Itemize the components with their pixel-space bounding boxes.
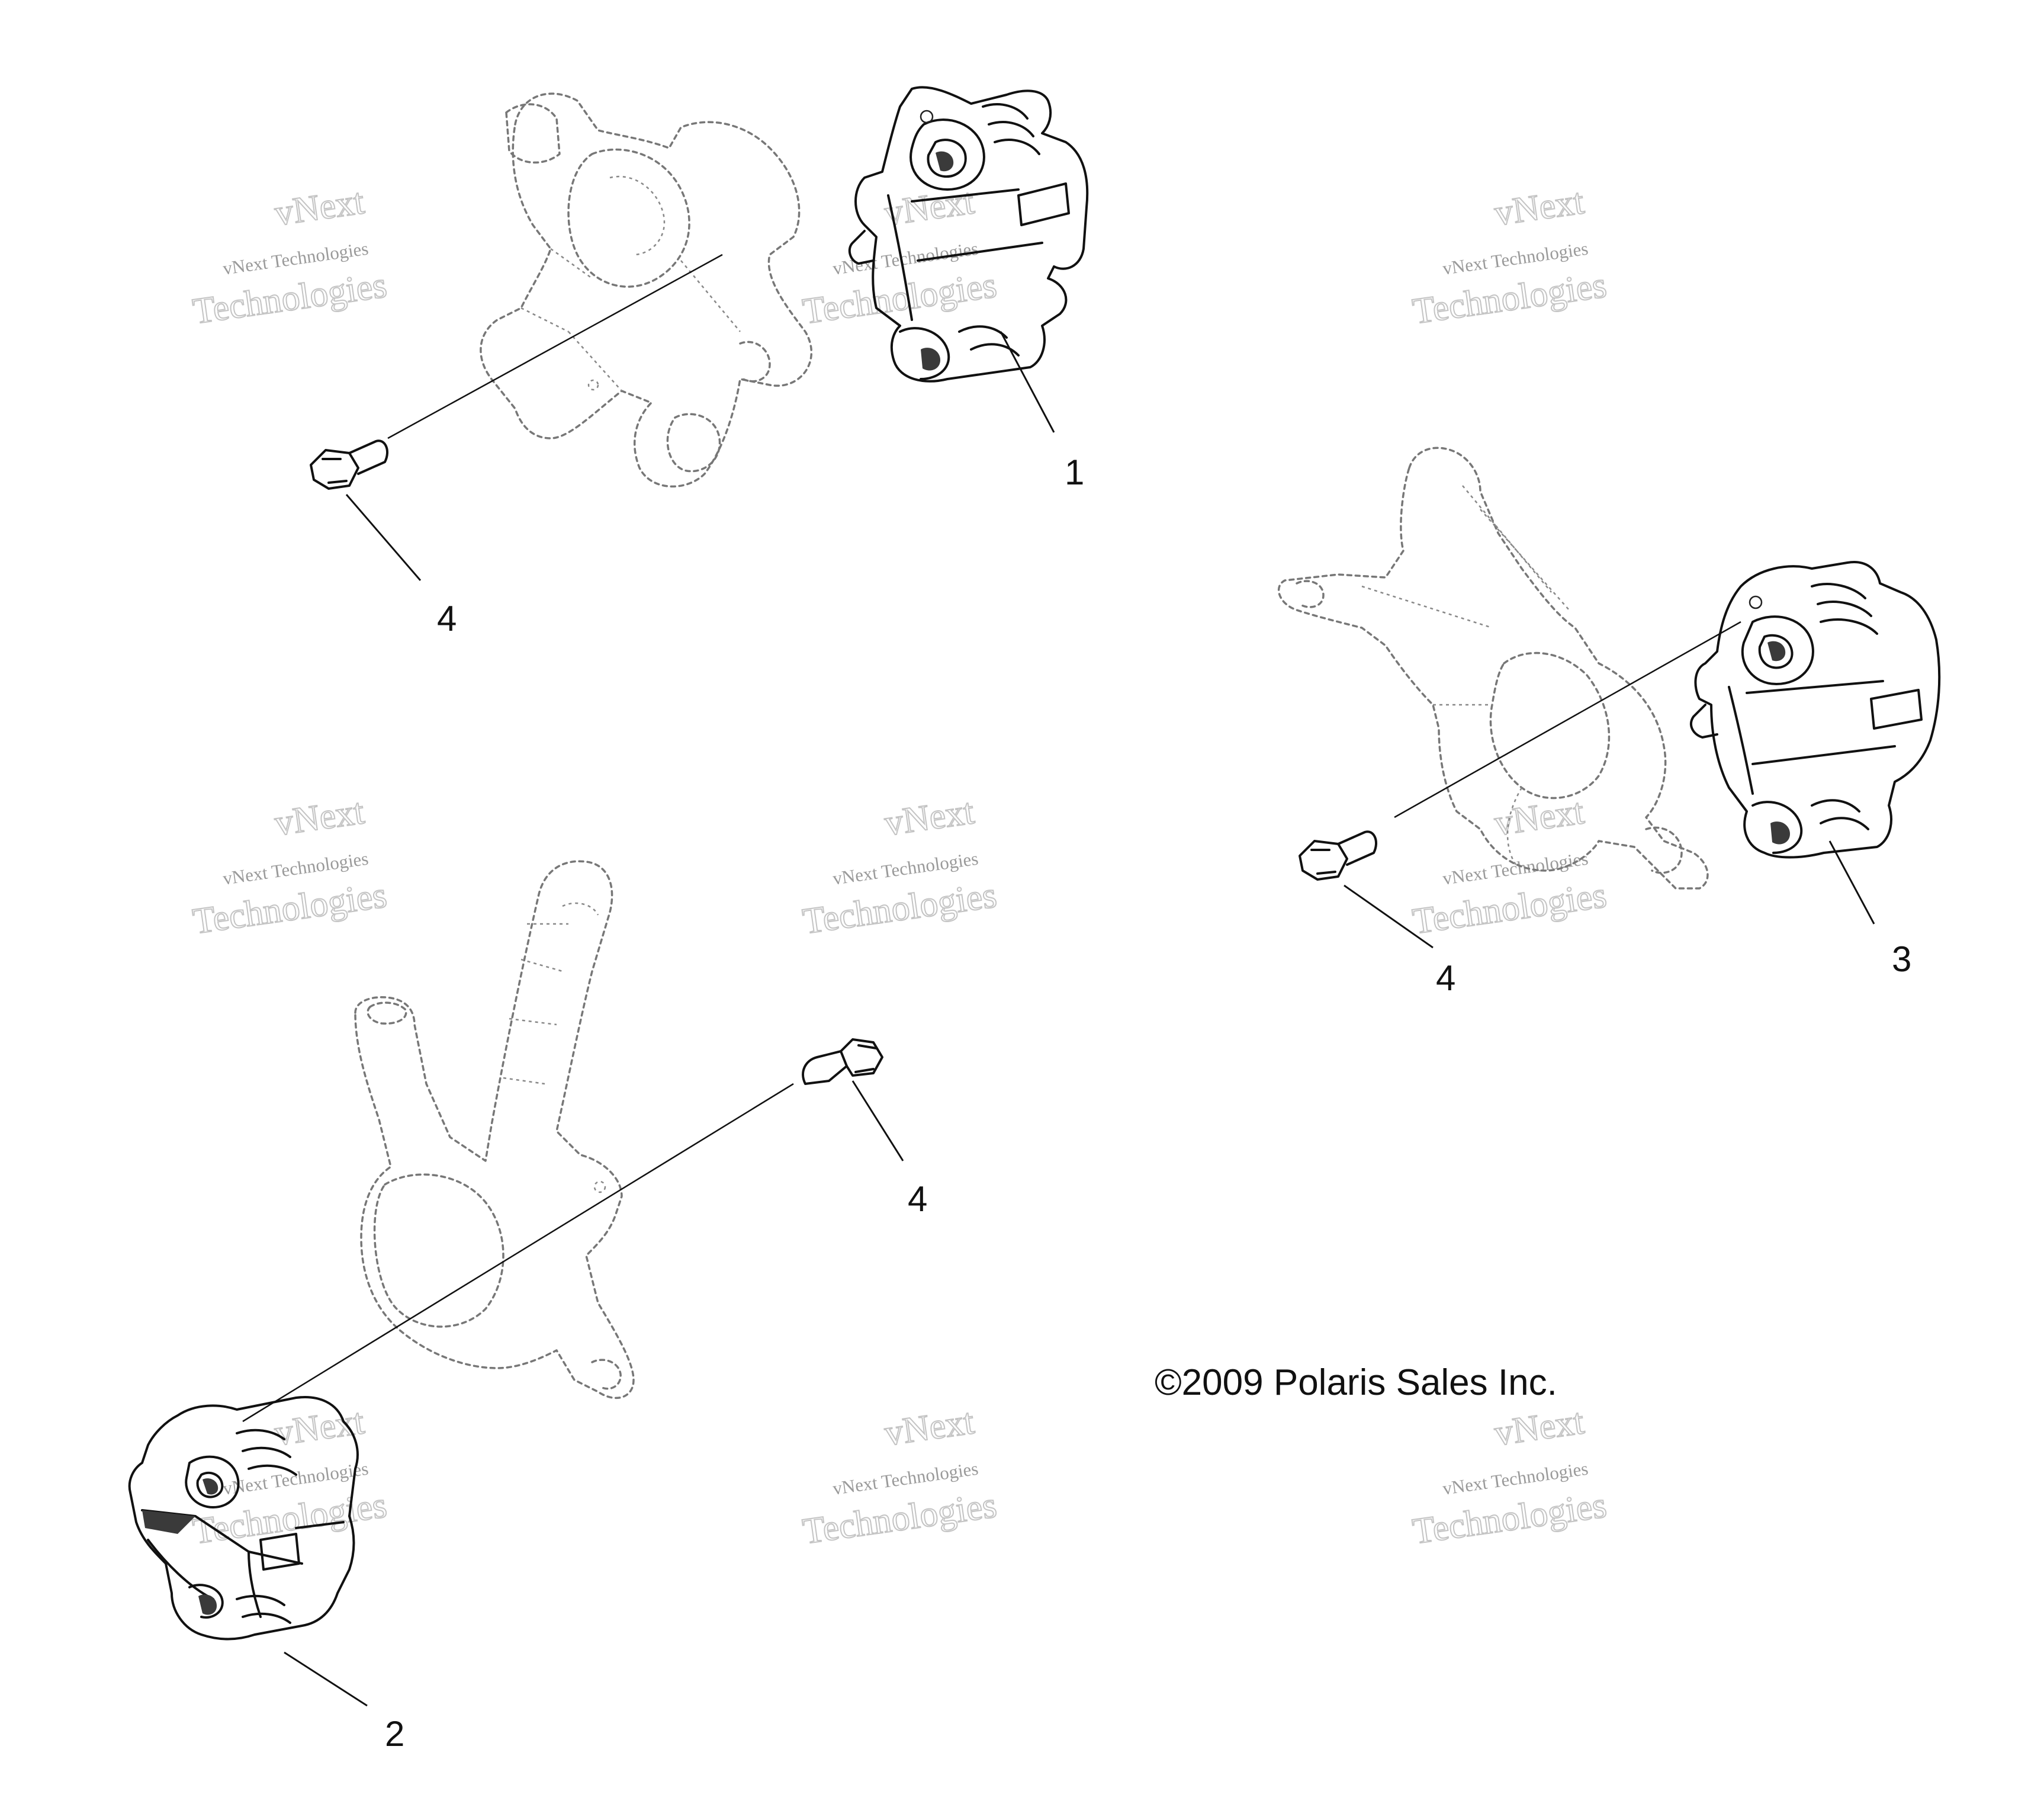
watermark-arc: vNext xyxy=(272,181,367,233)
callout-number-3: 3 xyxy=(1892,939,1911,979)
watermark-big: Technologies xyxy=(1410,1485,1609,1552)
watermark-big: Technologies xyxy=(190,875,389,942)
watermark-arc: vNext xyxy=(882,1401,977,1453)
watermark-big: Technologies xyxy=(190,1485,389,1552)
mounting-bolt-4b xyxy=(802,1038,883,1085)
leader-line-1 xyxy=(999,331,1055,433)
copyright-notice: ©2009 Polaris Sales Inc. xyxy=(1155,1362,1557,1403)
watermark-arc: vNext xyxy=(882,791,977,843)
watermark-arc: vNext xyxy=(1492,1401,1587,1453)
leader-line-4b xyxy=(851,1080,904,1161)
callout-number-2: 2 xyxy=(385,1714,404,1754)
watermark-big: Technologies xyxy=(800,875,999,942)
rear-knuckle-ghost-right xyxy=(1278,447,1709,890)
watermark-big: Technologies xyxy=(800,265,999,332)
front-knuckle-ghost-top xyxy=(480,92,812,488)
watermark-arc: vNext xyxy=(272,1401,367,1453)
mounting-bolt-4c xyxy=(1299,830,1377,881)
alignment-axis-1 xyxy=(387,253,723,439)
watermark-big: Technologies xyxy=(190,265,389,332)
leader-line-2 xyxy=(284,1651,368,1707)
alignment-axis-3 xyxy=(1394,621,1741,818)
callout-number-4b: 4 xyxy=(908,1179,927,1219)
watermark-arc: vNext xyxy=(1492,181,1587,233)
watermark-arc: vNext xyxy=(272,791,367,843)
brake-caliper-3 xyxy=(1690,561,1941,859)
watermark-big: Technologies xyxy=(1410,265,1609,332)
brake-caliper-2 xyxy=(128,1396,359,1641)
leader-line-4a xyxy=(345,494,422,581)
watermark-big: Technologies xyxy=(1410,875,1609,942)
leader-line-3 xyxy=(1828,840,1875,925)
callout-number-1: 1 xyxy=(1065,452,1084,492)
watermark-arc: vNext xyxy=(882,181,977,233)
watermark-big: Technologies xyxy=(800,1485,999,1552)
alignment-axis-2 xyxy=(242,1083,794,1423)
leader-line-4c xyxy=(1344,884,1434,949)
watermark-layer: vNext vNext Technologies Technologies vN… xyxy=(189,181,1609,1552)
front-knuckle-ghost-bottom xyxy=(354,860,635,1399)
callout-number-4c: 4 xyxy=(1436,958,1455,998)
brake-caliper-1 xyxy=(848,86,1089,383)
mounting-bolt-4a xyxy=(310,439,388,490)
watermark-arc: vNext xyxy=(1492,791,1587,843)
callout-number-4a: 4 xyxy=(437,599,457,638)
